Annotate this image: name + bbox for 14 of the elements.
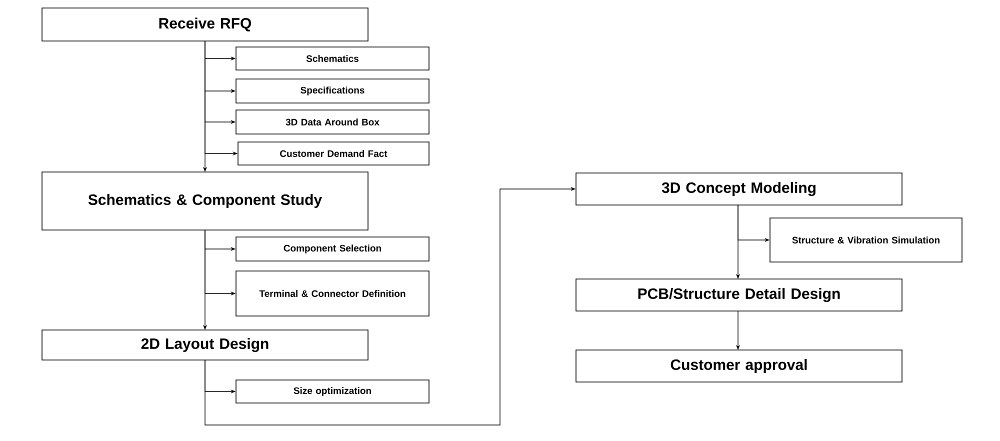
step-box: Schematics & Component Study: [42, 172, 368, 230]
substep-box: Specifications: [236, 78, 430, 104]
substep-box: Structure & Vibration Simulation: [770, 218, 962, 262]
step-box: PCB/Structure Detail Design: [576, 278, 902, 312]
substep-box: 3D Data Around Box: [236, 110, 430, 134]
step-box: Customer approval: [576, 350, 902, 382]
step-box: 3D Concept Modeling: [576, 172, 902, 206]
step-box: Receive RFQ: [42, 8, 368, 42]
substep-box: Customer Demand Fact: [238, 142, 430, 166]
step-box: 2D Layout Design: [42, 330, 368, 360]
substep-box: Terminal & Connector Definition: [236, 270, 430, 316]
substep-box: Schematics: [236, 46, 430, 70]
substep-box: Component Selection: [236, 236, 430, 262]
substep-box: Size optimization: [236, 380, 430, 404]
